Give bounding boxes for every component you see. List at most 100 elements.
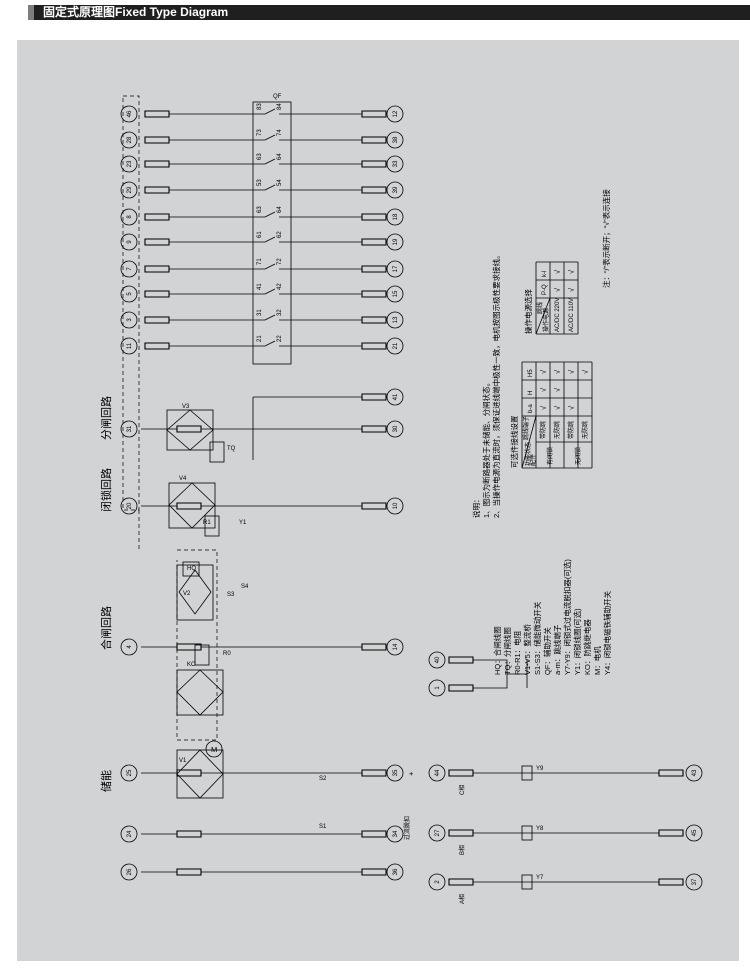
terminal-number-left: 8 xyxy=(127,215,133,219)
notes: 说明：1、图示为断路器处于未储能、分闸状态。2、当操作电源为直流时，须保证进线端… xyxy=(471,251,501,518)
aux-contact-top: 83 xyxy=(257,103,263,110)
aux-contact-top: 71 xyxy=(257,258,263,265)
svg-text:A相: A相 xyxy=(458,894,466,904)
terminal-number: 25 xyxy=(127,769,133,776)
jumper-row-sub: 无防跳 xyxy=(553,421,561,439)
terminal-circle xyxy=(386,863,404,881)
terminal-number: 41 xyxy=(393,393,399,400)
power-header: k-l xyxy=(542,271,548,277)
terminal-circle xyxy=(428,651,446,669)
plus-sign: + xyxy=(409,769,414,778)
aux-contact-top: 73 xyxy=(257,129,263,136)
terminal-circle xyxy=(428,824,446,842)
svg-text:Y1: Y1 xyxy=(239,520,247,526)
jumper-header: b-a xyxy=(528,404,534,413)
terminal-number-right: 33 xyxy=(393,160,399,167)
terminal-number: 37 xyxy=(692,878,698,885)
terminal-number-right: 21 xyxy=(393,342,399,349)
legend-item: Y4：闭锁电磁铁辅助开关 xyxy=(602,590,612,675)
terminal-number-left: 28 xyxy=(127,136,133,143)
terminal-circle xyxy=(120,863,138,881)
terminal: 41 xyxy=(386,388,404,406)
terminal-number: 45 xyxy=(692,829,698,836)
terminal-number-right: 19 xyxy=(393,238,399,245)
terminal-circle xyxy=(428,873,446,891)
terminal: 1 xyxy=(428,679,446,697)
terminal-circle-right xyxy=(386,260,404,278)
terminal-circle-left xyxy=(120,311,138,329)
legend-item: TQ：分闸线圈 xyxy=(502,627,512,675)
terminal-circle xyxy=(386,497,404,515)
terminal-number: 36 xyxy=(393,868,399,875)
aux-contact-bottom: 62 xyxy=(277,231,283,238)
terminal-number-left: 23 xyxy=(127,160,133,167)
terminal-circle-left xyxy=(120,285,138,303)
terminal: 27 xyxy=(428,824,446,842)
terminal-number: 34 xyxy=(393,830,399,837)
legend-item: Y1：闭锁线圈(可选) xyxy=(572,608,582,675)
terminal: 20 xyxy=(120,497,138,515)
terminal-circle-right xyxy=(386,131,404,149)
legend-item: V1-V5：整流桥 xyxy=(522,624,532,675)
terminal-circle xyxy=(120,497,138,515)
terminal-number: 2 xyxy=(435,880,441,884)
terminal-circle xyxy=(428,679,446,697)
power-table-title: 操作电源选择 xyxy=(523,289,533,334)
terminal: 25 xyxy=(120,764,138,782)
aux-contact-bottom: 32 xyxy=(277,309,283,316)
section-header: 固定式原理图Fixed Type Diagram xyxy=(28,5,750,20)
aux-contact-top: 21 xyxy=(257,335,263,342)
jumper-header: H xyxy=(528,391,534,395)
terminal-circle-right xyxy=(386,311,404,329)
terminal: 2 xyxy=(428,873,446,891)
terminal-number-left: 5 xyxy=(127,292,133,296)
aux-contact-bottom: 42 xyxy=(277,283,283,290)
terminal-number: 31 xyxy=(127,425,133,432)
jumper-row-sub: 无防跳 xyxy=(581,421,589,439)
power-cell: √ xyxy=(567,287,576,292)
note-line: 说明： xyxy=(471,496,481,519)
qf-label: QF xyxy=(273,94,282,100)
jumper-header: H5 xyxy=(528,369,534,377)
power-table: 操作电源选择 跳线操作电源P-Qk-lAC/DC 220V√√AC/DC 110… xyxy=(523,261,579,335)
jumper-cell: √ xyxy=(553,369,562,374)
jumper-corner-col1: 功能状态 xyxy=(524,442,532,466)
power-header: P-Q xyxy=(542,284,548,295)
power-corner-col: 操作电源 xyxy=(542,308,550,332)
terminal-circle-left xyxy=(120,337,138,355)
terminal-circle-right xyxy=(386,233,404,251)
terminal-circle-right xyxy=(386,155,404,173)
terminal: 26 xyxy=(120,863,138,881)
terminal-number-right: 12 xyxy=(393,110,399,117)
terminal: 4 xyxy=(120,638,138,656)
terminal-number: 40 xyxy=(435,656,441,663)
terminal-number: 24 xyxy=(127,830,133,837)
jumper-corner-col2: 配件 xyxy=(529,454,537,466)
terminal: 14 xyxy=(386,638,404,656)
terminal-number-left: 11 xyxy=(127,342,133,349)
svg-text:V2: V2 xyxy=(183,591,191,597)
close-circuit-label: 合闸回路 xyxy=(99,606,113,650)
svg-text:V4: V4 xyxy=(179,476,187,482)
terminal: 35 xyxy=(386,764,404,782)
terminal-circle-left xyxy=(120,208,138,226)
terminal-circle xyxy=(428,764,446,782)
terminal-circle xyxy=(120,420,138,438)
terminal-circle xyxy=(386,764,404,782)
svg-text:S4: S4 xyxy=(241,584,249,590)
terminal-circle-right xyxy=(386,181,404,199)
legend-item: a-m：跳线端子 xyxy=(552,624,562,675)
svg-text:V1: V1 xyxy=(179,758,187,764)
terminal: 31 xyxy=(120,420,138,438)
aux-contact-bottom: 64 xyxy=(277,153,283,160)
dashed-enclosure xyxy=(122,95,140,511)
terminal-number-right: 38 xyxy=(393,136,399,143)
jumper-row-sub: 带防跳 xyxy=(539,421,547,439)
